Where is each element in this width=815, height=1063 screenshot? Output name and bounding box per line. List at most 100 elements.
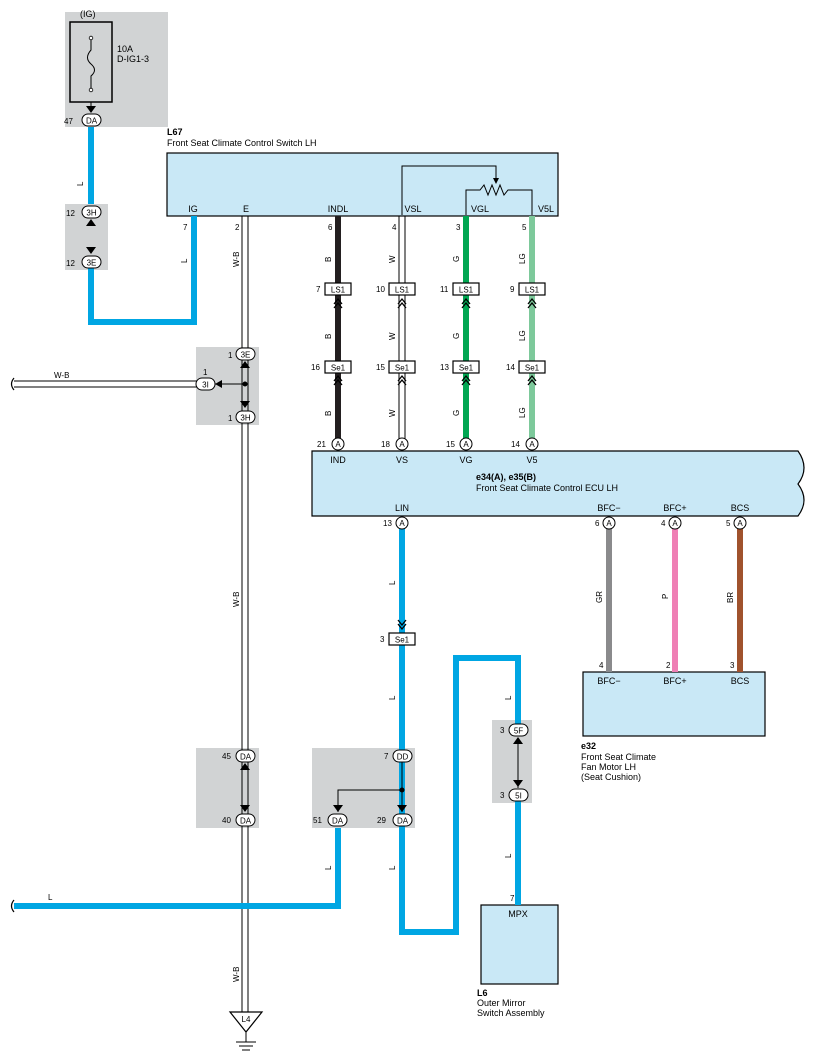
connector-3h-12: 3H [86, 209, 96, 218]
pin-4-vsl: 4 [392, 223, 397, 232]
pin-21: 21 [317, 440, 326, 449]
pin-14: 14 [511, 440, 520, 449]
wire-wb-left [14, 380, 198, 388]
pin-5f-3: 3 [500, 726, 505, 735]
pin-ls1-7: 7 [316, 285, 321, 294]
connector-5f-3: 5F [514, 727, 523, 736]
pin-fan-4: 4 [599, 661, 604, 670]
wire-label-b-2: B [324, 334, 333, 339]
fan-motor-body [582, 671, 766, 737]
switch-body [166, 152, 559, 217]
wire-label-l-4: L [388, 695, 397, 700]
pin-4: 4 [661, 519, 666, 528]
wire-label-wb-1: W-B [232, 252, 241, 267]
connector-ls1-10: LS1 [395, 286, 410, 295]
wire-color-labels: L L W-B W-B W-B W-B B B B W W W G G G LG… [48, 181, 735, 982]
connector-ls1-9: LS1 [525, 286, 540, 295]
switch-internal-circuit [401, 165, 533, 215]
pin-18: 18 [381, 440, 390, 449]
wire-label-l-left: L [48, 893, 53, 902]
connector-ls1-7: LS1 [331, 286, 346, 295]
fuse-terminal-bottom [88, 87, 94, 93]
fan-terminal-bcs: BCS [731, 676, 750, 686]
pin-3-vgl: 3 [456, 223, 461, 232]
wire-label-w-2: W [388, 332, 397, 340]
connector-3h-1: 3H [240, 414, 250, 423]
connector-5i-3: 5I [515, 792, 522, 801]
wire-label-b-1: B [324, 257, 333, 262]
switch-terminal-ig: IG [188, 204, 198, 214]
ecu-terminal-bfc-minus: BFC− [597, 503, 620, 513]
ecu-pin-circles: A A A A A A A A [331, 437, 747, 530]
pin-se1-15: 15 [376, 363, 385, 372]
pin-12b: 12 [66, 259, 75, 268]
mirror-switch-name-1: Outer Mirror [477, 998, 526, 1008]
switch-terminal-vsl: VSL [404, 204, 421, 214]
pin-47: 47 [64, 117, 73, 126]
pin-numbers: 47 12 12 7 2 6 4 3 5 7 10 11 9 1 1 1 16 … [64, 117, 735, 903]
fan-motor-name-3: (Seat Cushion) [581, 772, 641, 782]
fuse-box-shading [65, 12, 168, 127]
wire-label-l-6: L [388, 865, 397, 870]
wires [14, 127, 743, 1012]
pin-29: 29 [377, 816, 386, 825]
pin-fan-2: 2 [666, 661, 671, 670]
pin-40: 40 [222, 816, 231, 825]
wire-label-w-1: W [388, 255, 397, 263]
wire-label-l-1: L [76, 181, 85, 186]
pin-51: 51 [313, 816, 322, 825]
fan-terminal-bfc-minus: BFC− [597, 676, 620, 686]
mirror-switch-name-2: Switch Assembly [477, 1008, 545, 1018]
wire-lin [399, 528, 521, 935]
wire-l-left [14, 828, 341, 909]
connector-3e-1: 3E [241, 351, 251, 360]
pin-se1-16: 16 [311, 363, 320, 372]
wire-label-l-8: L [504, 853, 513, 858]
pin-dd-7: 7 [384, 752, 389, 761]
wire-label-l-7: L [504, 695, 513, 700]
wire-label-b-3: B [324, 411, 333, 416]
ecu-terminal-vs: VS [396, 455, 408, 465]
fuse-rating: 10A [117, 44, 133, 54]
rect-connectors: LS1 LS1 LS1 LS1 Se1 Se1 Se1 Se1 Se1 [324, 282, 546, 646]
ground-code: L4 [242, 1015, 251, 1024]
ecu-name: Front Seat Climate Control ECU LH [476, 483, 618, 493]
connector-se1-15: Se1 [395, 364, 410, 373]
wire-w [398, 216, 406, 440]
pin-5-v5l: 5 [522, 223, 527, 232]
switch-name: Front Seat Climate Control Switch LH [167, 138, 317, 148]
pin-5i-3: 3 [500, 791, 505, 800]
ecu-pin-a-5: A [737, 519, 743, 528]
switch-terminal-indl: INDL [328, 204, 349, 214]
connector-3i-1: 3I [202, 381, 209, 390]
wire-label-lg-3: LG [518, 407, 527, 418]
wire-label-l-5: L [324, 865, 333, 870]
fan-motor-name-1: Front Seat Climate [581, 752, 656, 762]
potentiometer-wiper-arrow [493, 178, 499, 184]
pin-mpx-7: 7 [510, 894, 515, 903]
connector-3e-12: 3E [87, 259, 97, 268]
fuse-name: D-IG1-3 [117, 54, 149, 64]
pin-3i-1: 1 [203, 368, 208, 377]
ecu-pin-a-21: A [335, 440, 341, 449]
wire-label-lg-1: LG [518, 253, 527, 264]
pin-12a: 12 [66, 209, 75, 218]
ecu-code: e34(A), e35(B) [476, 472, 536, 482]
fuse-element [87, 38, 95, 90]
wire-wb-ground [241, 216, 249, 1012]
pin-se1-13: 13 [440, 363, 449, 372]
fan-motor-name-2: Fan Motor LH [581, 762, 636, 772]
pin-6: 6 [595, 519, 600, 528]
fuse-terminal-top [88, 35, 94, 41]
connector-se1-3: Se1 [395, 636, 410, 645]
wire-break-left-top [10, 377, 15, 391]
connector-da-47: DA [86, 117, 98, 126]
pin-ls1-9: 9 [510, 285, 515, 294]
switch-code: L67 [167, 127, 183, 137]
pin-3e-1: 1 [228, 351, 233, 360]
connector-pills: DA 3H 3E 3E 3I 3H DA DA DD DA DA 5F [81, 113, 529, 827]
wire-label-w-3: W [388, 409, 397, 417]
pin-fan-3: 3 [730, 661, 735, 670]
ecu-body [311, 450, 805, 517]
